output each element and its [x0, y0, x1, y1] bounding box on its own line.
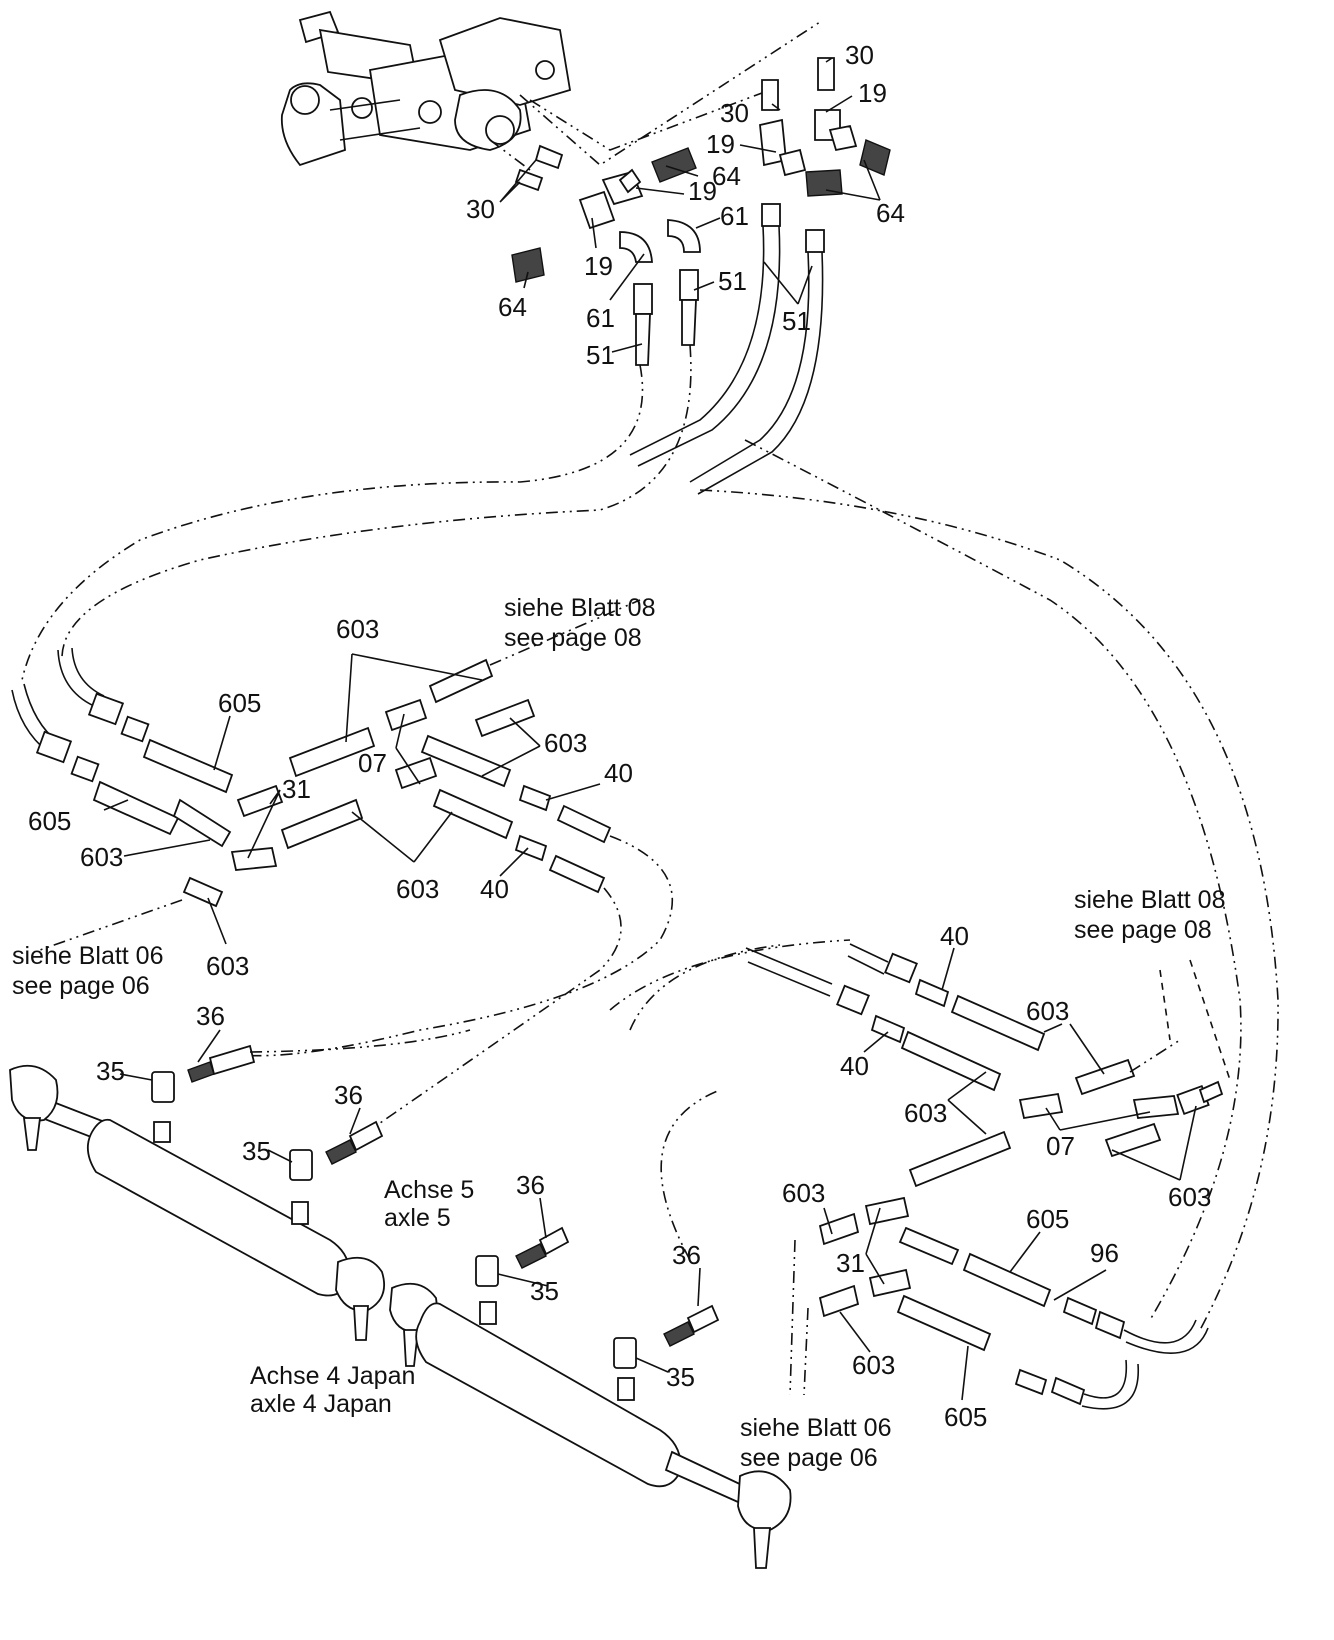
note-siehe-blatt-06: siehe Blatt 06 [740, 1414, 892, 1442]
callout-31: 31 [282, 774, 311, 804]
cylinder-axle-5 [389, 1282, 792, 1569]
note-see-page-06: see page 06 [740, 1444, 878, 1472]
note-see-page-06: see page 06 [12, 972, 150, 1000]
callout-51: 51 [586, 340, 615, 370]
callout-35: 35 [242, 1136, 271, 1166]
callout-30: 30 [720, 98, 749, 128]
callout-19: 19 [858, 78, 887, 108]
callout-605: 605 [944, 1402, 987, 1432]
callout-603: 603 [206, 951, 249, 981]
callout-30: 30 [845, 40, 874, 70]
callout-labels: 30 30 19 19 64 64 30 19 61 19 64 61 51 5… [28, 40, 1211, 1432]
callout-35: 35 [96, 1056, 125, 1086]
callout-40: 40 [604, 758, 633, 788]
callout-64: 64 [498, 292, 527, 322]
callout-19: 19 [584, 251, 613, 281]
callout-07: 07 [1046, 1131, 1075, 1161]
callout-51: 51 [718, 266, 747, 296]
reference-notes: siehe Blatt 08 see page 08 siehe Blatt 0… [12, 594, 1226, 1472]
callout-36: 36 [196, 1001, 225, 1031]
main-hoses [629, 225, 824, 495]
callout-35: 35 [530, 1276, 559, 1306]
callout-603: 603 [852, 1350, 895, 1380]
callout-603: 603 [904, 1098, 947, 1128]
callout-51: 51 [782, 306, 811, 336]
callout-36: 36 [672, 1240, 701, 1270]
callout-605: 605 [218, 688, 261, 718]
callout-07: 07 [358, 748, 387, 778]
note-see-page-08: see page 08 [504, 624, 642, 652]
callout-64: 64 [712, 161, 741, 191]
note-siehe-blatt-08: siehe Blatt 08 [504, 594, 656, 622]
label-axle-4-japan: axle 4 Japan [250, 1390, 392, 1418]
callout-96: 96 [1090, 1238, 1119, 1268]
note-siehe-blatt-08: siehe Blatt 08 [1074, 886, 1226, 914]
callout-19: 19 [706, 129, 735, 159]
leader-lines [103, 57, 1197, 1401]
callout-605: 605 [28, 806, 71, 836]
left-manifold-group [11, 647, 612, 908]
callout-35: 35 [666, 1362, 695, 1392]
callout-36: 36 [334, 1080, 363, 1110]
callout-40: 40 [940, 921, 969, 951]
callout-40: 40 [840, 1051, 869, 1081]
label-achse-4-japan: Achse 4 Japan [250, 1362, 415, 1390]
callout-31: 31 [836, 1248, 865, 1278]
label-achse-5: Achse 5 [384, 1176, 474, 1204]
callout-40: 40 [480, 874, 509, 904]
note-siehe-blatt-06: siehe Blatt 06 [12, 942, 164, 970]
note-see-page-08: see page 08 [1074, 916, 1212, 944]
label-axle-5: axle 5 [384, 1204, 451, 1232]
callout-603: 603 [544, 728, 587, 758]
callout-64: 64 [876, 198, 905, 228]
top-fittings [511, 57, 891, 366]
callout-603: 603 [1168, 1182, 1211, 1212]
right-manifold-group [745, 943, 1224, 1410]
callout-603: 603 [80, 842, 123, 872]
callout-605: 605 [1026, 1204, 1069, 1234]
callout-603: 603 [336, 614, 379, 644]
cylinder-fittings [151, 1029, 720, 1369]
pump-valve-assembly [280, 10, 572, 167]
callout-603: 603 [782, 1178, 825, 1208]
callout-61: 61 [720, 201, 749, 231]
callout-36: 36 [516, 1170, 545, 1200]
callout-61: 61 [586, 303, 615, 333]
callout-30: 30 [466, 194, 495, 224]
callout-603: 603 [1026, 996, 1069, 1026]
cylinder-axle-4 [9, 1064, 386, 1341]
callout-19: 19 [688, 176, 717, 206]
callout-603: 603 [396, 874, 439, 904]
